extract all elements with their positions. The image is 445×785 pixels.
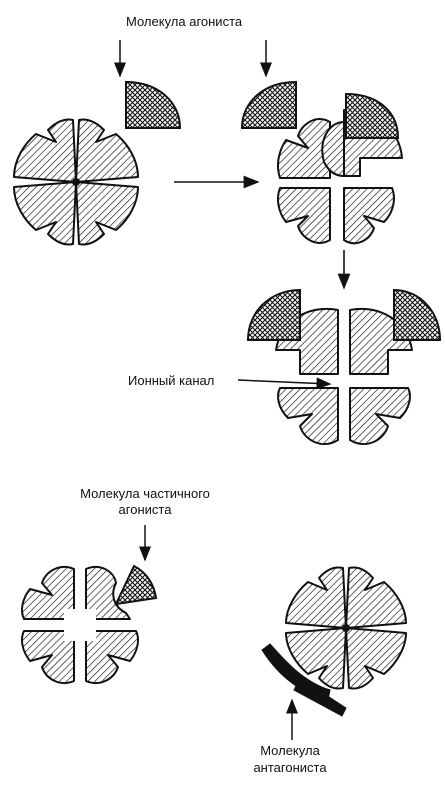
- bound-agonist-right: [394, 290, 440, 340]
- agonist-molecule: [242, 82, 296, 128]
- ion-channel-label: Ионный канал: [128, 373, 214, 388]
- bound-agonist-left: [248, 290, 300, 340]
- bound-agonist: [346, 94, 398, 138]
- agonist-label: Молекула агониста: [126, 14, 242, 29]
- partial-agonist-receptor: [22, 567, 138, 683]
- partial-agonist-label-line1: Молекула частичного: [80, 486, 210, 501]
- ion-channel-pointer: [238, 380, 330, 384]
- closed-receptor: [14, 119, 138, 244]
- antagonist-receptor: [286, 567, 406, 688]
- partial-agonist-label-line2: агониста: [119, 502, 172, 517]
- antagonist-label-line1: Молекула: [260, 743, 320, 758]
- antagonist-label-line2: антагониста: [253, 760, 326, 775]
- partial-agonist-molecule: [116, 566, 156, 604]
- agonist-molecule: [126, 82, 180, 128]
